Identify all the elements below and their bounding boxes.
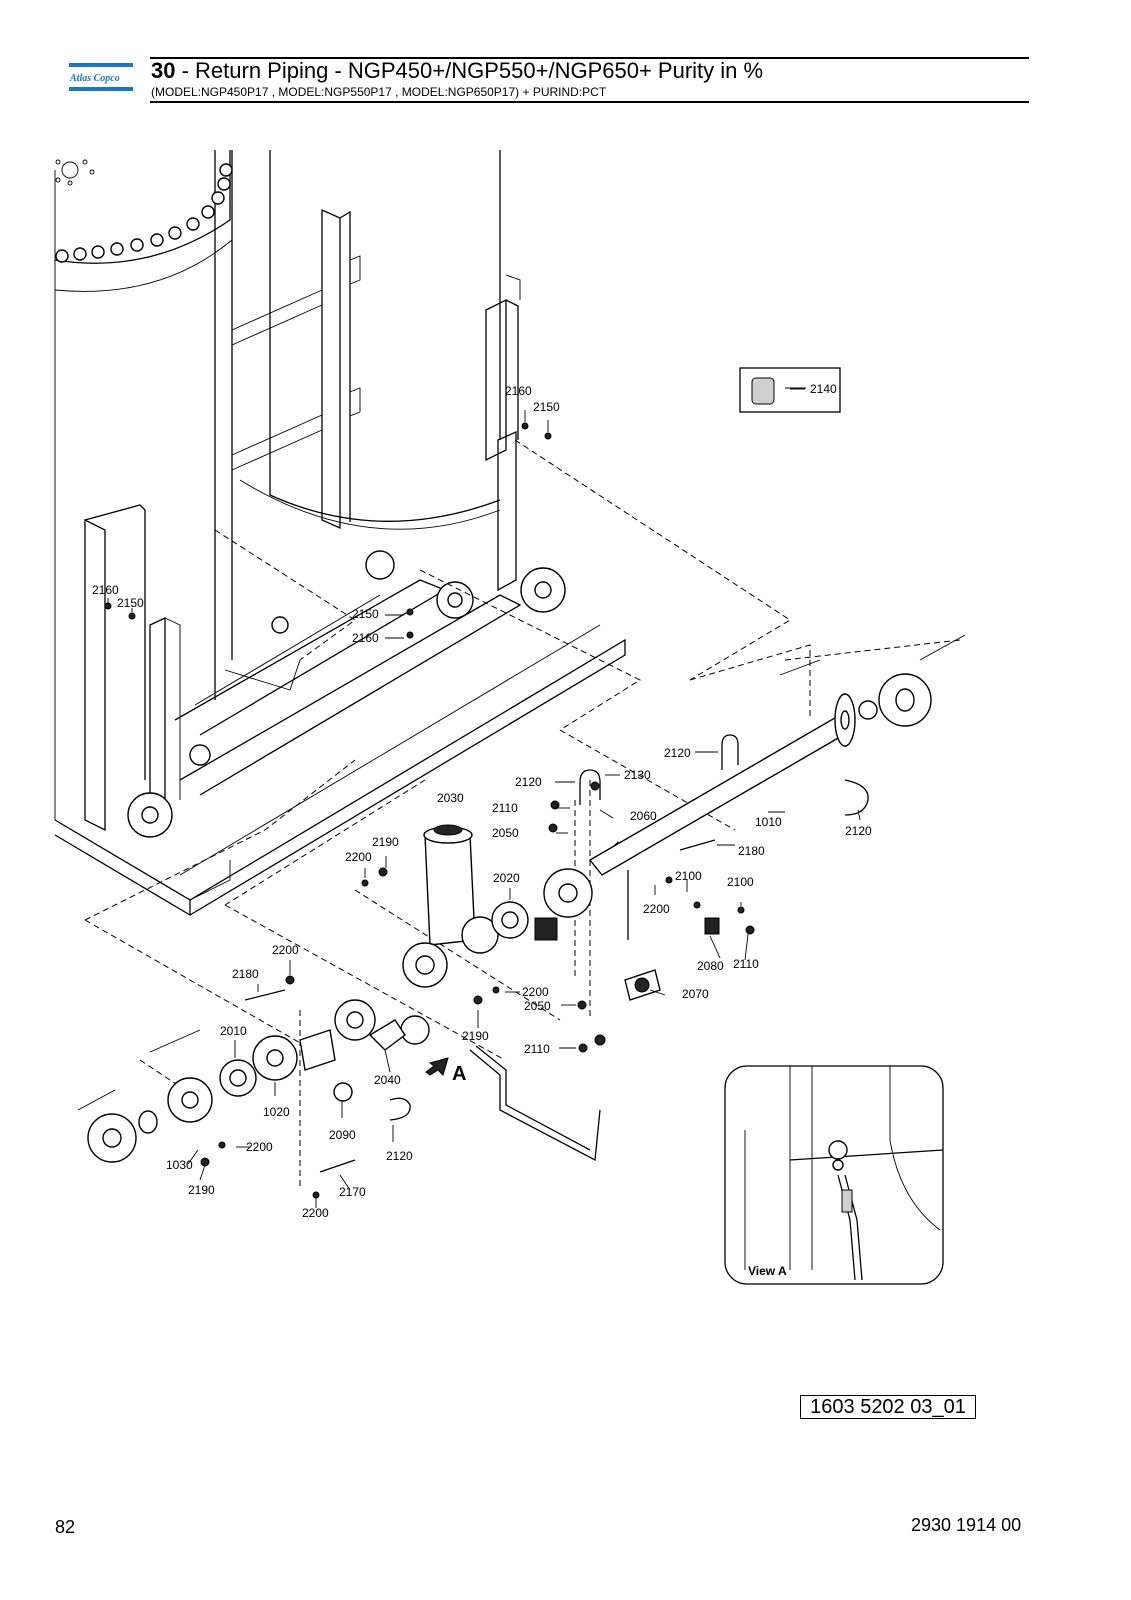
header-rule-bottom	[150, 101, 1029, 103]
callout-2120: 2120	[664, 746, 691, 760]
callout-2040: 2040	[374, 1073, 401, 1087]
callout-2090: 2090	[329, 1128, 356, 1142]
callout-2170: 2170	[339, 1185, 366, 1199]
callout-2150: 2150	[352, 607, 379, 621]
callout-2150: 2150	[533, 400, 560, 414]
callout-2100: 2100	[727, 875, 754, 889]
view-a-label: View A	[748, 1264, 787, 1278]
callout-2160: 2160	[92, 583, 119, 597]
callout-2120: 2120	[515, 775, 542, 789]
callout-2010: 2010	[220, 1024, 247, 1038]
assembly-guide-lines	[84, 439, 961, 1190]
section-number: 30	[151, 58, 176, 83]
main-pipe-1010	[588, 634, 966, 876]
callout-2050: 2050	[492, 826, 519, 840]
callout-2180: 2180	[738, 844, 765, 858]
callout-2200: 2200	[246, 1140, 273, 1154]
callout-2150: 2150	[117, 596, 144, 610]
callout-2080: 2080	[697, 959, 724, 973]
page-title: 30 - Return Piping - NGP450+/NGP550+/NGP…	[151, 58, 763, 84]
callout-leaders	[107, 388, 861, 1208]
callout-2100: 2100	[675, 869, 702, 883]
callout-2110: 2110	[524, 1042, 550, 1056]
callout-2070: 2070	[682, 987, 709, 1001]
atlas-copco-logo: Atlas Copco	[69, 63, 133, 95]
callout-2200: 2200	[643, 902, 670, 916]
callout-2020: 2020	[493, 871, 520, 885]
frame-structure	[54, 150, 626, 917]
view-marker-a: A	[452, 1063, 466, 1085]
callout-2200: 2200	[345, 850, 372, 864]
logo-wordmark: Atlas Copco	[69, 73, 120, 84]
callout-2030: 2030	[437, 791, 464, 805]
valve-assembly	[77, 422, 869, 1199]
callout-2060: 2060	[630, 809, 657, 823]
callout-1030: 1030	[166, 1158, 193, 1172]
callout-2160: 2160	[505, 384, 532, 398]
callout-2120: 2120	[386, 1149, 413, 1163]
part-2140-inset	[739, 367, 841, 413]
callout-2130: 2130	[624, 768, 651, 782]
drawing-id: 1603 5202 03_01	[800, 1395, 976, 1419]
callout-2180: 2180	[232, 967, 259, 981]
callout-2140: 2140	[810, 382, 837, 396]
view-a-detail: View A	[724, 1065, 944, 1285]
callout-2200: 2200	[272, 943, 299, 957]
callout-2200: 2200	[302, 1206, 329, 1220]
callout-2160: 2160	[352, 631, 379, 645]
document-number: 2930 1914 00	[911, 1515, 1022, 1535]
callout-1020: 1020	[263, 1105, 290, 1119]
callout-2190: 2190	[188, 1183, 215, 1197]
page-number: 82	[55, 1517, 76, 1537]
callout-1010: 1010	[755, 815, 782, 829]
callout-2050: 2050	[524, 999, 551, 1013]
callout-2110: 2110	[492, 801, 518, 815]
section-title: - Return Piping - NGP450+/NGP550+/NGP650…	[175, 58, 764, 83]
callout-2200: 2200	[522, 985, 549, 999]
callout-2190: 2190	[462, 1029, 489, 1043]
header-rule-top	[150, 57, 1029, 59]
callout-2190: 2190	[372, 835, 399, 849]
callout-numbers: 2160 2150 2160 2150 2150 2160 2140 2120 …	[92, 382, 872, 1220]
callout-2110: 2110	[733, 957, 759, 971]
model-subtitle: (MODEL:NGP450P17 , MODEL:NGP550P17 , MOD…	[151, 85, 607, 99]
callout-2120: 2120	[845, 824, 872, 838]
